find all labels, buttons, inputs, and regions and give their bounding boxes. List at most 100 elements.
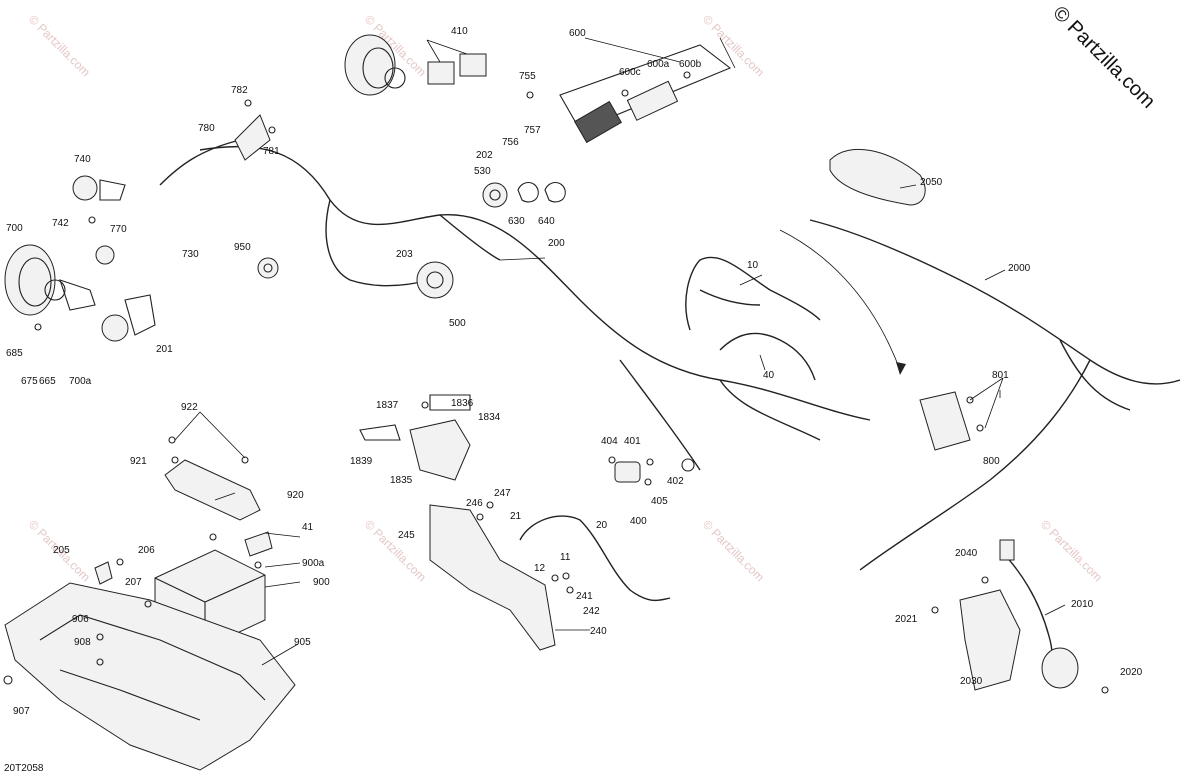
callout-630: 630 (508, 216, 525, 227)
callout-900a: 900a (302, 558, 325, 569)
assembly-1835 (359, 394, 471, 481)
part-640 (544, 181, 566, 203)
callout-600b: 600b (679, 59, 702, 70)
callout-700a: 700a (69, 376, 92, 387)
callout-800: 800 (983, 456, 1000, 467)
callout-921: 921 (130, 456, 147, 467)
callout-242: 242 (583, 606, 600, 617)
callout-770: 770 (110, 224, 127, 235)
harness-10 (685, 256, 821, 331)
callout-1839: 1839 (350, 456, 373, 467)
callout-782: 782 (231, 85, 248, 96)
callout-241: 241 (576, 591, 593, 602)
brand-label: © Partzilla.com (1048, 2, 1159, 113)
part-630 (517, 181, 539, 203)
callout-2050: 2050 (920, 177, 943, 188)
callout-950: 950 (234, 242, 251, 253)
callout-410: 410 (451, 26, 468, 37)
battery-tray-905 (4, 582, 296, 771)
callout-757: 757 (524, 125, 541, 136)
part-770 (95, 245, 115, 265)
harness-20 (519, 515, 671, 602)
headlight-upper (344, 34, 406, 96)
main-harness-200 (159, 139, 871, 471)
callout-207: 207 (125, 577, 142, 588)
callout-907: 907 (13, 706, 30, 717)
watermark-text: © Partzilla.com (26, 12, 93, 79)
callout-640: 640 (538, 216, 555, 227)
headlight-700 (4, 244, 96, 316)
callout-1834: 1834 (478, 412, 501, 423)
callout-2020: 2020 (1120, 667, 1143, 678)
callout-900: 900 (313, 577, 330, 588)
callout-742: 742 (52, 218, 69, 229)
callout-2030: 2030 (960, 676, 983, 687)
diagram-id: 20T2058 (4, 763, 44, 774)
callout-600: 600 (569, 28, 586, 39)
callout-755: 755 (519, 71, 536, 82)
callout-1836: 1836 (451, 398, 474, 409)
callout-247: 247 (494, 488, 511, 499)
callout-405: 405 (651, 496, 668, 507)
callout-906: 906 (72, 614, 89, 625)
callout-1837: 1837 (376, 400, 399, 411)
part-950 (257, 257, 279, 279)
watermark-text: © Partzilla.com (700, 12, 767, 79)
bracket-780 (234, 114, 271, 161)
callout-246: 246 (466, 498, 483, 509)
callout-41: 41 (302, 522, 314, 533)
watermark-text: © Partzilla.com (700, 517, 767, 584)
sleeve-2050 (829, 148, 926, 206)
callout-756: 756 (502, 137, 519, 148)
callout-12: 12 (534, 563, 546, 574)
callout-200: 200 (548, 238, 565, 249)
callout-920: 920 (287, 490, 304, 501)
watermark-text: © Partzilla.com (1038, 517, 1105, 584)
callout-402: 402 (667, 476, 684, 487)
callout-675: 675 (21, 376, 38, 387)
callout-240: 240 (590, 626, 607, 637)
callout-730: 730 (182, 249, 199, 260)
callout-400: 400 (630, 516, 647, 527)
assembly-2030 (959, 539, 1079, 691)
relays-410 (427, 53, 487, 85)
callout-908: 908 (74, 637, 91, 648)
callout-801: 801 (992, 370, 1009, 381)
watermark-text: © Partzilla.com (362, 517, 429, 584)
callout-905: 905 (294, 637, 311, 648)
part-205 (94, 561, 113, 585)
bracket-240 (429, 504, 556, 651)
callout-2021: 2021 (895, 614, 918, 625)
watermarks: © Partzilla.com © Partzilla.com © Partzi… (26, 12, 1105, 584)
harness-2000 (779, 219, 1181, 571)
switch-530 (482, 182, 508, 208)
callout-600c: 600c (619, 67, 641, 78)
callout-600a: 600a (647, 59, 670, 70)
callout-201: 201 (156, 344, 173, 355)
callout-2000: 2000 (1008, 263, 1031, 274)
callout-206: 206 (138, 545, 155, 556)
callout-205: 205 (53, 545, 70, 556)
module-600 (559, 44, 732, 144)
harness-40 (719, 332, 816, 381)
callout-11: 11 (560, 552, 571, 563)
module-800 (919, 391, 971, 451)
part-400 (614, 458, 695, 483)
callout-21: 21 (510, 511, 522, 522)
callout-781: 781 (263, 146, 280, 157)
callout-665: 665 (39, 376, 56, 387)
callout-530: 530 (474, 166, 491, 177)
callout-401: 401 (624, 436, 641, 447)
callout-922: 922 (181, 402, 198, 413)
callout-40: 40 (763, 370, 775, 381)
bracket-920 (164, 459, 261, 521)
callout-203: 203 (396, 249, 413, 260)
callout-245: 245 (398, 530, 415, 541)
callout-404: 404 (601, 436, 618, 447)
callout-780: 780 (198, 123, 215, 134)
callout-2010: 2010 (1071, 599, 1094, 610)
callout-20: 20 (596, 520, 608, 531)
callout-685: 685 (6, 348, 23, 359)
callout-202: 202 (476, 150, 493, 161)
